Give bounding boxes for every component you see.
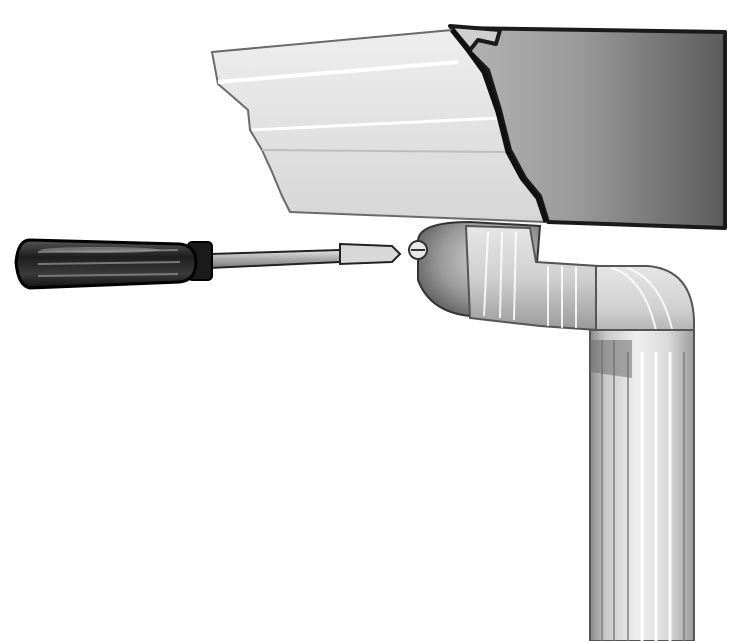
screwdriver-handle-highlight bbox=[40, 247, 160, 253]
gutter-profile-edge bbox=[450, 28, 549, 223]
screwdriver-icon bbox=[14, 238, 402, 290]
gutter-icon bbox=[211, 24, 727, 230]
gutter-highlight-line bbox=[251, 116, 499, 132]
gutter-shadow-line bbox=[261, 149, 509, 153]
screw-icon bbox=[408, 240, 428, 260]
gutter-highlight-line bbox=[217, 60, 459, 84]
downspout-icon bbox=[589, 329, 695, 641]
screwdriver-tip bbox=[339, 242, 402, 266]
downspout-crimp bbox=[590, 340, 632, 378]
